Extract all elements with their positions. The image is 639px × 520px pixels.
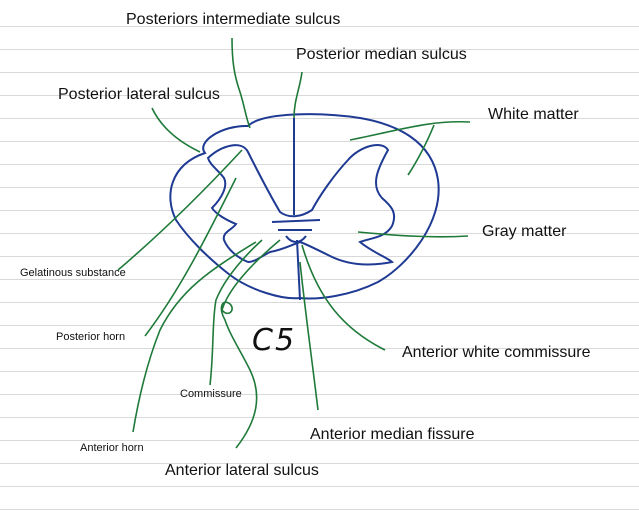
label-anterior-median-fissure: Anterior median fissure xyxy=(310,426,475,443)
leader-posterior-median-sulcus xyxy=(293,71,303,119)
label-anterior-horn: Anterior horn xyxy=(80,442,144,454)
leader-anterior-white-commissure xyxy=(301,244,386,351)
label-posterior-lateral-sulcus: Posterior lateral sulcus xyxy=(58,86,220,103)
leader-gelatinous-substance xyxy=(117,149,243,271)
label-posterior-median-sulcus: Posterior median sulcus xyxy=(296,46,467,63)
leader-anterior-lateral-sulcus xyxy=(220,239,281,449)
gray-matter-outline xyxy=(206,144,396,266)
central-commissure xyxy=(271,219,321,243)
label-posterior-horn: Posterior horn xyxy=(56,331,126,343)
leader-anterior-horn xyxy=(132,241,257,433)
spinal-level-label: C5 xyxy=(252,323,297,358)
label-gray-matter: Gray matter xyxy=(482,223,567,240)
leader-posterior-lateral-sulcus xyxy=(151,107,201,153)
label-anterior-white-commissure: Anterior white commissure xyxy=(402,344,591,361)
label-anterior-lateral-sulcus: Anterior lateral sulcus xyxy=(165,462,319,479)
leader-gray-matter xyxy=(357,231,469,238)
label-commissure: Commissure xyxy=(180,388,242,400)
leader-commissure xyxy=(209,239,263,386)
label-white-matter: White matter xyxy=(488,106,579,123)
leader-white-matter xyxy=(349,120,471,176)
label-posterior-intermediate-sulcus: Posteriors intermediate sulcus xyxy=(126,11,341,28)
leader-posterior-horn xyxy=(144,177,237,337)
spinal-cord-outline xyxy=(169,113,440,300)
anterior-median-fissure-line xyxy=(296,239,301,301)
leader-anterior-median-fissure xyxy=(299,261,319,411)
leader-posterior-intermediate-sulcus xyxy=(231,37,251,129)
label-gelatinous-substance: Gelatinous substance xyxy=(20,267,126,279)
